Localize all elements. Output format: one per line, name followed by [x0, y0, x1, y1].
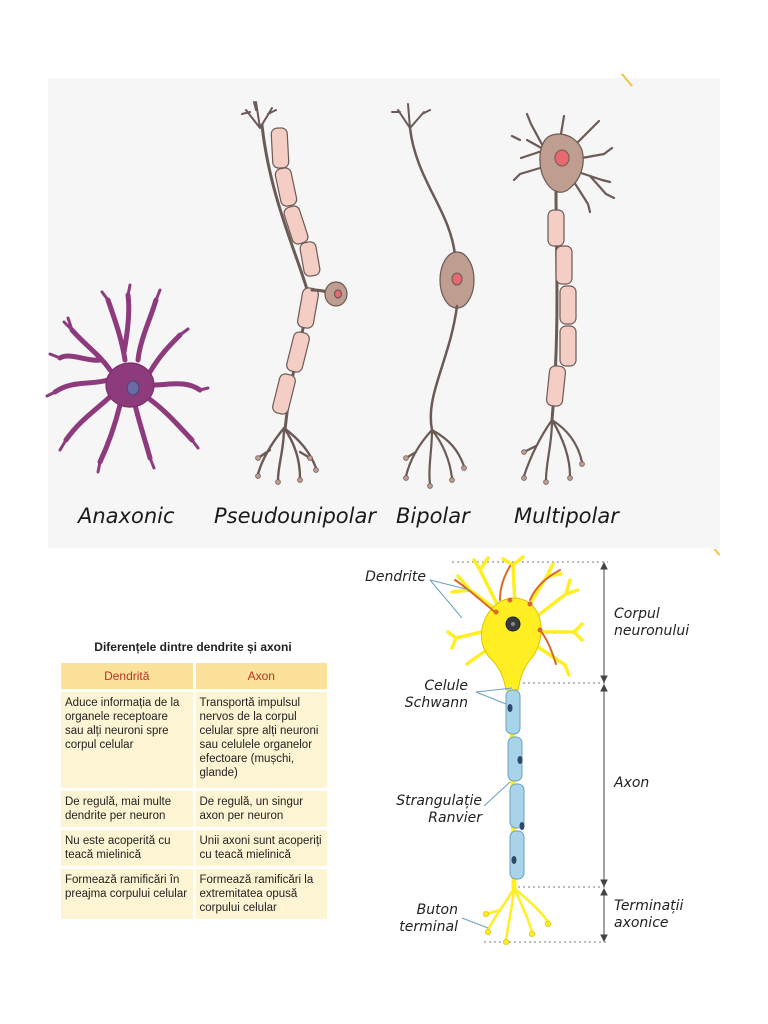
- table-cell: Aduce informația de la organele receptoa…: [61, 692, 193, 788]
- annotation-ranvier: Strangulație Ranvier: [396, 793, 482, 826]
- label-pseudounipolar: Pseudounipolar: [214, 504, 376, 528]
- annotation-dendrite: Dendrite: [365, 569, 426, 585]
- table-cell: Formează ramificări la extremitatea opus…: [195, 869, 327, 919]
- table-cell: Nu este acoperită cu teacă mielinică: [61, 830, 193, 866]
- label-bipolar: Bipolar: [396, 504, 470, 528]
- annotation-corpul-neuronului: Corpul neuronului: [614, 606, 690, 639]
- annotation-terminatii-axonice: Terminații axonice: [614, 898, 684, 931]
- neuron-types-figure: [45, 101, 616, 489]
- table-row: Aduce informația de la organele receptoa…: [61, 692, 327, 788]
- comparison-table: Dendrită Axon Aduce informația de la org…: [58, 660, 330, 922]
- annotation-schwann: Celule Schwann: [404, 678, 468, 711]
- table-row: De regulă, mai multe dendrite per neuron…: [61, 791, 327, 827]
- table-cell: De regulă, mai multe dendrite per neuron: [61, 791, 193, 827]
- table-cell: Formează ramificări în preajma corpului …: [61, 869, 193, 919]
- table-cell: Transportă impulsul nervos de la corpul …: [195, 692, 327, 788]
- table-cell: Unii axoni sunt acoperiți cu teacă mieli…: [195, 830, 327, 866]
- anatomy-neuron: [446, 555, 584, 946]
- label-anaxonic: Anaxonic: [78, 504, 175, 528]
- table-row: Formează ramificări în preajma corpului …: [61, 869, 327, 919]
- pseudounipolar-neuron: [241, 101, 348, 485]
- table-header-row: Dendrită Axon: [61, 663, 327, 689]
- label-multipolar: Multipolar: [514, 504, 619, 528]
- bipolar-neuron: [391, 103, 475, 489]
- multipolar-neuron: [510, 112, 616, 485]
- annotation-axon: Axon: [614, 775, 650, 791]
- table-cell: De regulă, un singur axon per neuron: [195, 791, 327, 827]
- anaxonic-neuron: [45, 283, 210, 474]
- header-dendrita: Dendrită: [61, 663, 193, 689]
- table-title: Diferențele dintre dendrite și axoni: [94, 640, 292, 654]
- annotation-buton-terminal: Buton terminal: [399, 902, 458, 935]
- header-axon: Axon: [195, 663, 327, 689]
- table-row: Nu este acoperită cu teacă mielinică Uni…: [61, 830, 327, 866]
- neuron-types-panel: [48, 78, 720, 548]
